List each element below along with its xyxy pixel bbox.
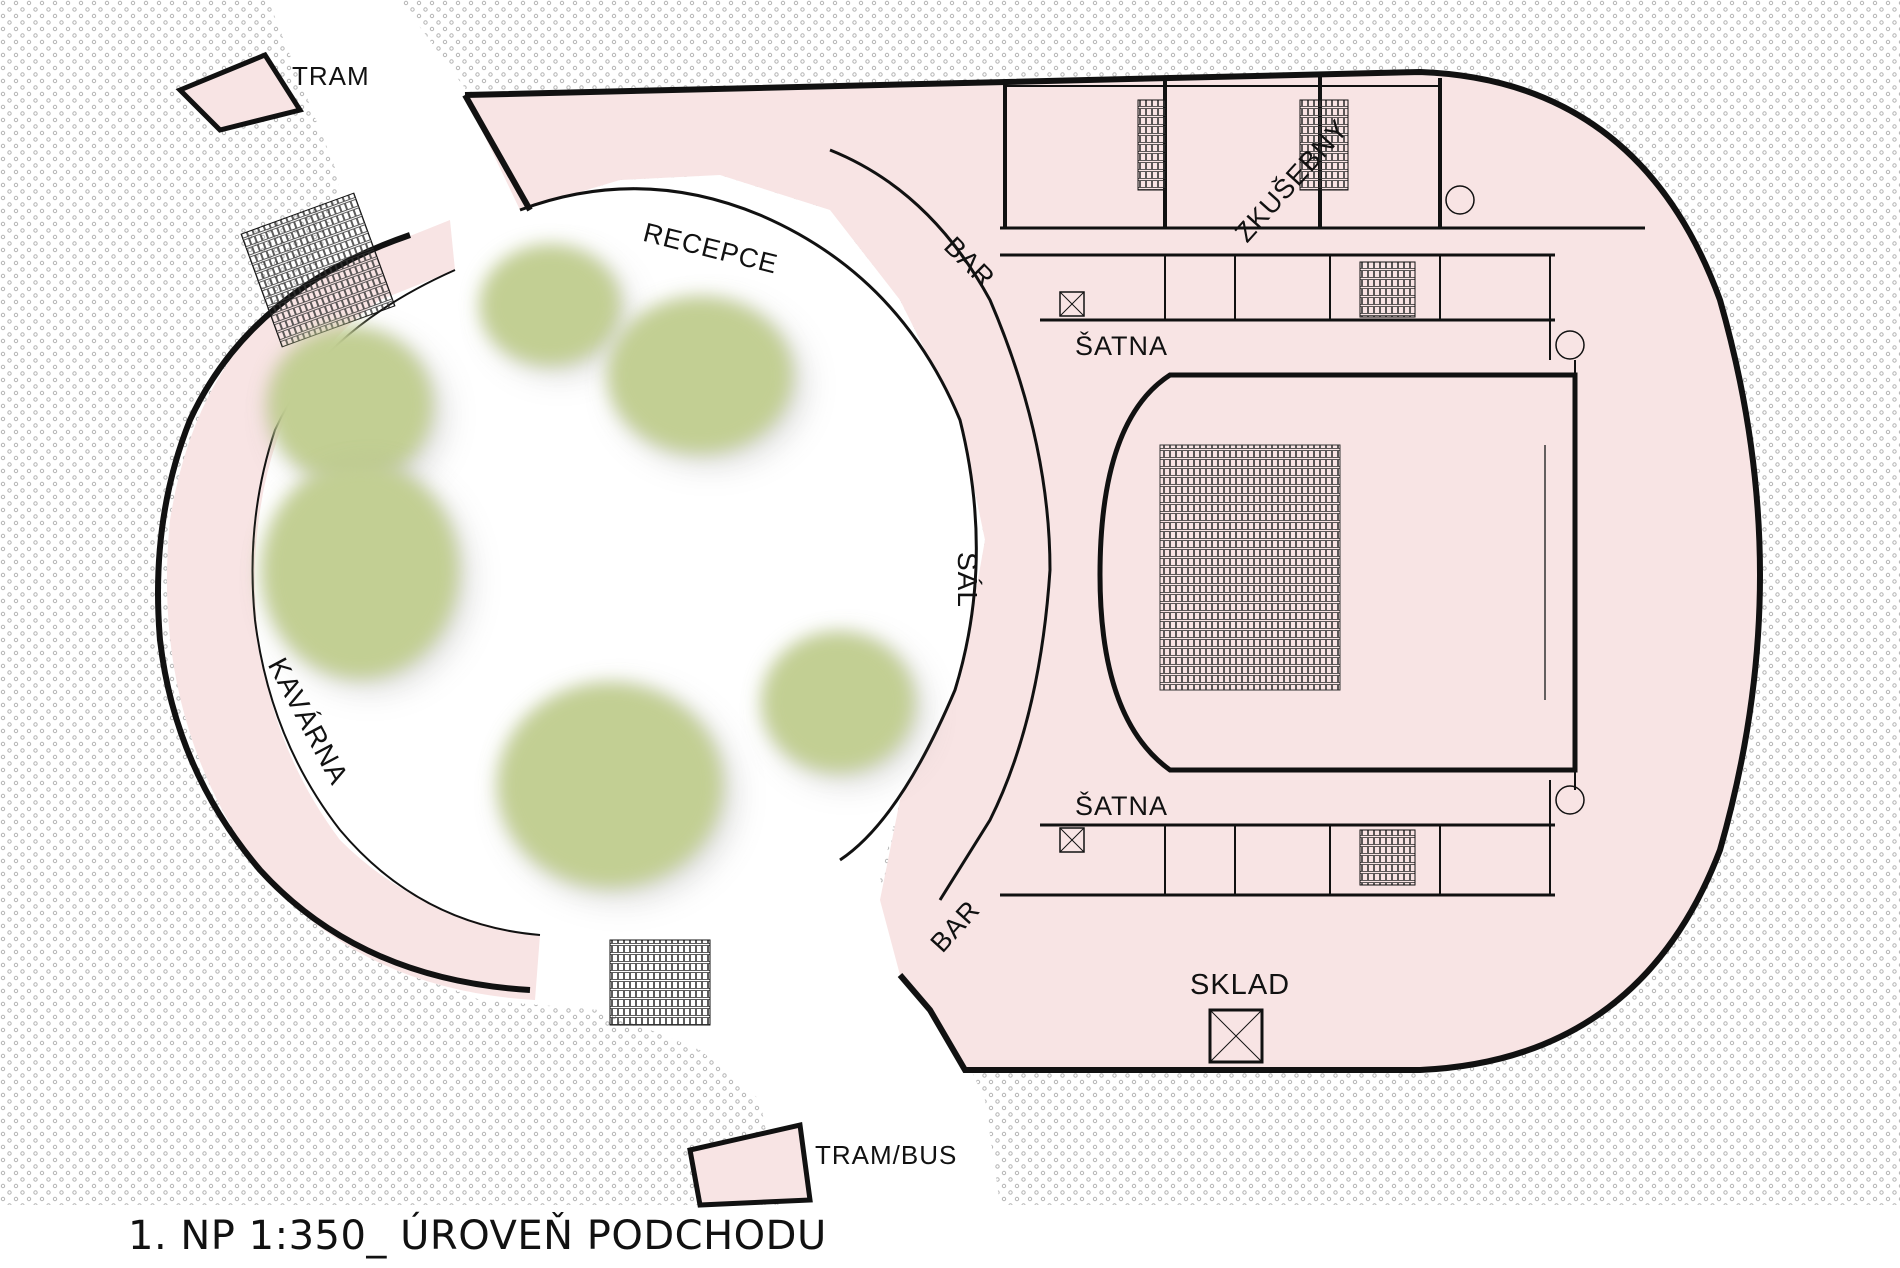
label-tram-bus: TRAM/BUS (815, 1140, 957, 1170)
foyer-inner-wall (829, 148, 1052, 901)
tram-entrance-top (175, 51, 304, 133)
tram-bus-entrance (687, 1121, 813, 1208)
cafe-outer-wall (155, 232, 531, 993)
trees (262, 245, 926, 900)
label-sal: SÁL (952, 552, 983, 608)
building-outer-wall (464, 68, 1764, 1073)
sklad-lift (1208, 1008, 1264, 1064)
drawing-caption: 1. NP 1:350_ ÚROVEŇ PODCHODU (128, 1213, 827, 1259)
stairs-top-left (240, 192, 396, 348)
label-satna-bottom: ŠATNA (1075, 790, 1168, 821)
bottom-service-strip (1000, 780, 1585, 897)
top-service-strip (1000, 253, 1585, 360)
building-west-wall (462, 93, 533, 212)
courtyard-edge (519, 187, 978, 862)
rehearsal-rooms (1000, 76, 1645, 230)
label-satna-top: ŠATNA (1075, 330, 1168, 361)
auditorium-wall (1097, 372, 1578, 773)
cafe-ring-floor (166, 220, 540, 1000)
stairs-bottom (609, 939, 711, 1026)
auditorium-seating (1159, 444, 1341, 691)
label-sklad: SKLAD (1190, 969, 1290, 1001)
label-tram: TRAM (292, 61, 370, 91)
